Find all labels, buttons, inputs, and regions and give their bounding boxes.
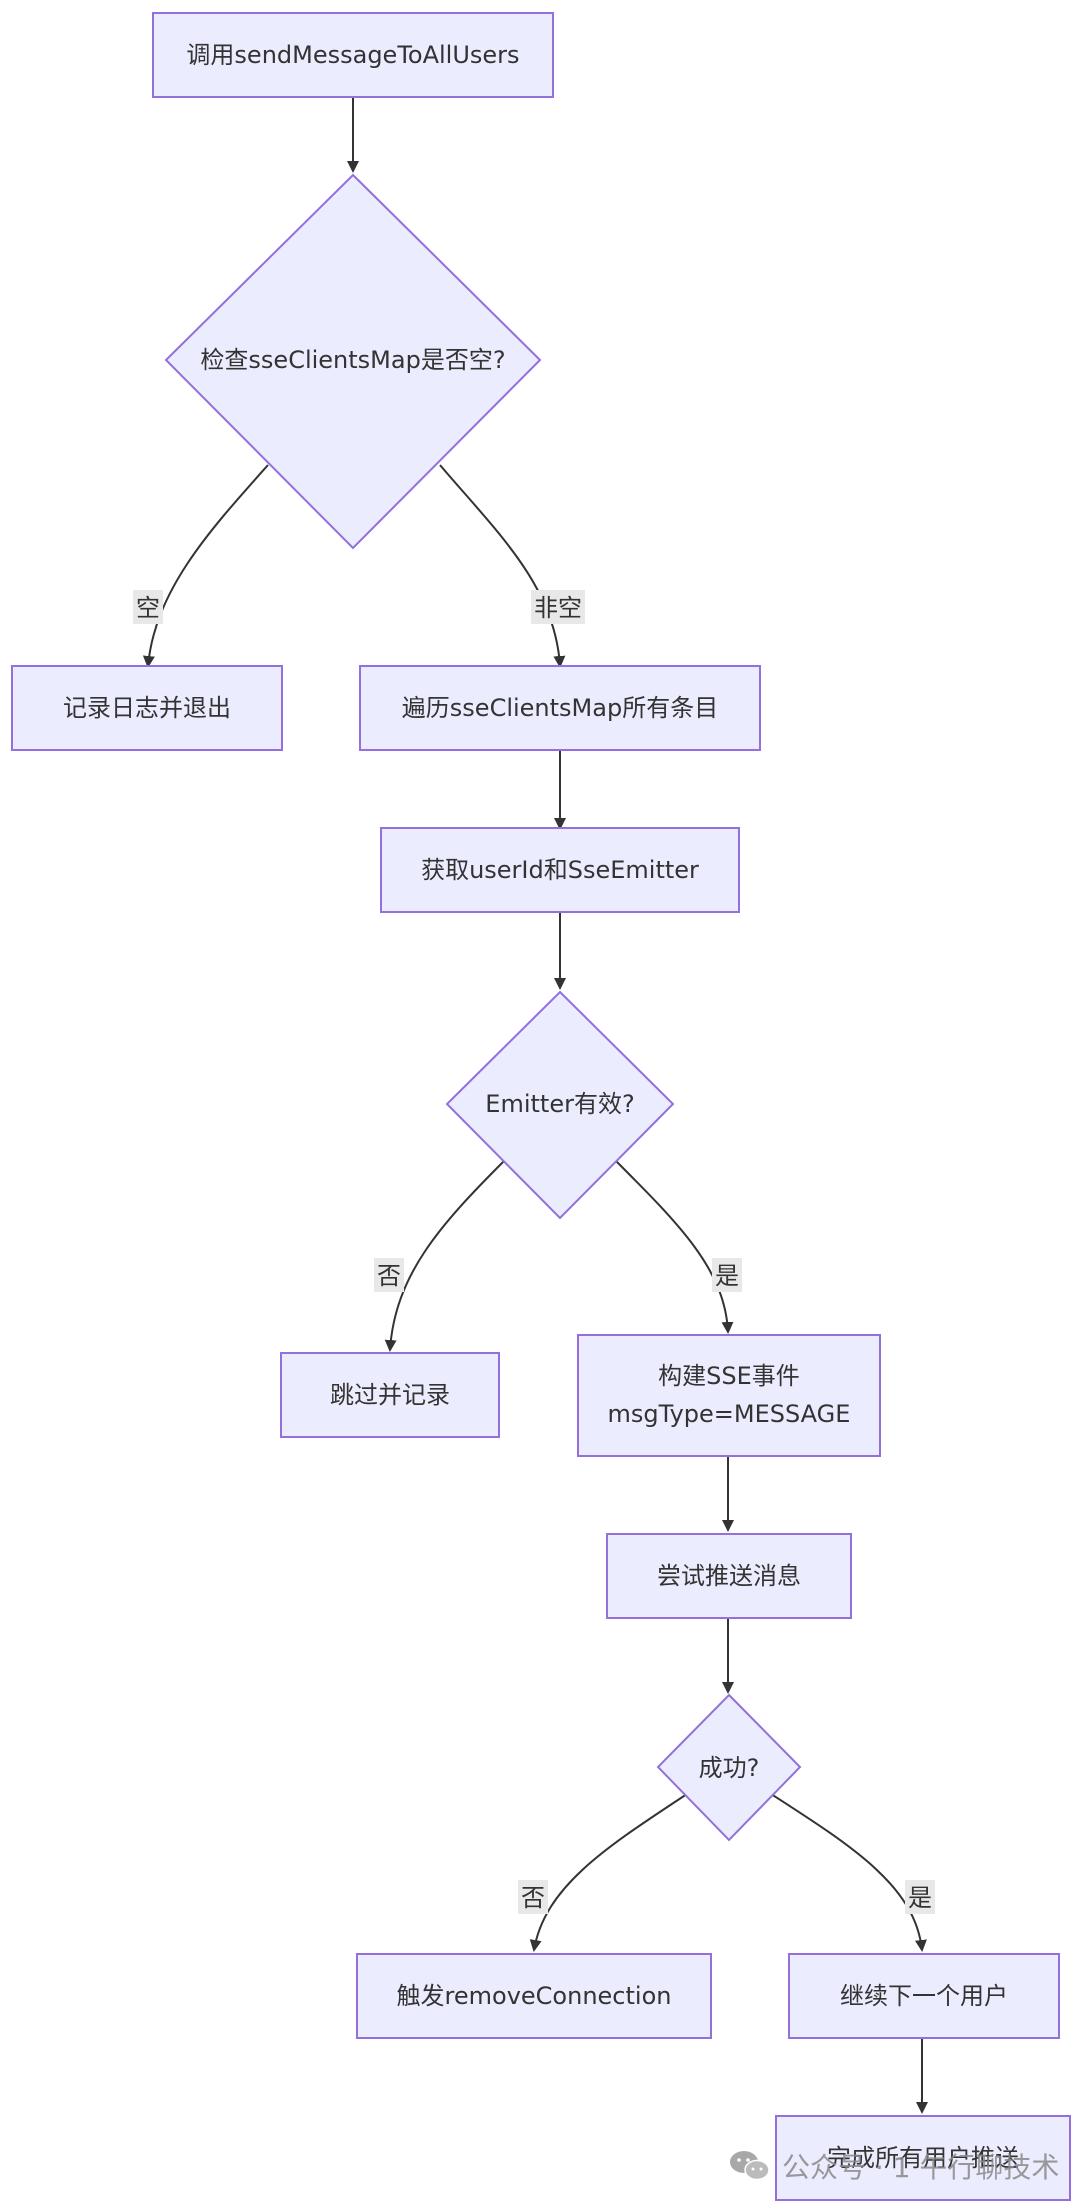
node-try-push: 尝试推送消息 [606, 1533, 852, 1619]
edge-label-bg [905, 1880, 935, 1914]
edge-label-bg [374, 1258, 404, 1292]
node-done-label: 完成所有用户推送 [827, 2144, 1019, 2172]
edge-label-bg [518, 1880, 548, 1914]
node-check-empty: 检查sseClientsMap是否空? [164, 173, 542, 550]
node-start: 调用sendMessageToAllUsers [152, 12, 554, 98]
edge-check-to-log-exit [142, 464, 269, 668]
edge-label-bg [133, 590, 163, 624]
node-get-emitter-label: 获取userId和SseEmitter [421, 856, 699, 884]
node-trigger-remove-label: 触发removeConnection [397, 1982, 672, 2010]
node-iterate-label: 遍历sseClientsMap所有条目 [402, 694, 718, 722]
edge-label-not-empty: 非空 [534, 594, 582, 622]
node-skip-log-label: 跳过并记录 [330, 1381, 450, 1409]
node-emitter-valid: Emitter有效? [445, 990, 675, 1220]
edge-label-ok: 是 [908, 1884, 932, 1912]
node-log-exit-label: 记录日志并退出 [63, 694, 231, 722]
node-check-empty-label: 检查sseClientsMap是否空? [200, 346, 505, 374]
edge-labels: 空 非空 否 是 否 是 [133, 590, 935, 1914]
node-start-label: 调用sendMessageToAllUsers [186, 41, 519, 69]
node-success-label: 成功? [699, 1754, 760, 1782]
edge-success-to-next [767, 1791, 927, 1952]
node-skip-log: 跳过并记录 [280, 1352, 500, 1438]
node-build-event-line1: 构建SSE事件 [658, 1362, 800, 1390]
edge-valid-to-build [614, 1159, 734, 1334]
node-build-event: 构建SSE事件 msgType=MESSAGE [577, 1334, 881, 1457]
node-next-user: 继续下一个用户 [788, 1953, 1060, 2039]
node-next-user-label: 继续下一个用户 [840, 1982, 1008, 2010]
wechat-icon [730, 2151, 770, 2181]
edge-check-to-iterate [439, 464, 566, 668]
edge-label-bg [712, 1258, 742, 1292]
node-get-emitter: 获取userId和SseEmitter [380, 827, 740, 913]
watermark: 公众号 · 1 午行聊技术 [728, 2146, 1059, 2186]
node-log-exit: 记录日志并退出 [11, 665, 283, 751]
edge-label-invalid: 否 [377, 1262, 401, 1290]
edges [142, 97, 928, 2114]
node-done: 完成所有用户推送 [775, 2115, 1071, 2201]
node-try-push-label: 尝试推送消息 [657, 1562, 801, 1590]
watermark-text: 公众号 · 1 午行聊技术 [782, 2151, 1060, 2184]
node-trigger-remove: 触发removeConnection [356, 1953, 712, 2039]
edge-label-bg [531, 590, 585, 624]
node-build-event-line2: msgType=MESSAGE [608, 1400, 851, 1428]
edge-success-to-remove [529, 1791, 691, 1952]
node-emitter-valid-label: Emitter有效? [485, 1090, 634, 1118]
node-iterate: 遍历sseClientsMap所有条目 [359, 665, 761, 751]
node-success: 成功? [656, 1693, 802, 1842]
edge-label-fail: 否 [521, 1884, 545, 1912]
edge-label-valid: 是 [715, 1262, 739, 1290]
edge-valid-to-skip [384, 1159, 506, 1352]
edge-label-empty: 空 [136, 594, 160, 622]
